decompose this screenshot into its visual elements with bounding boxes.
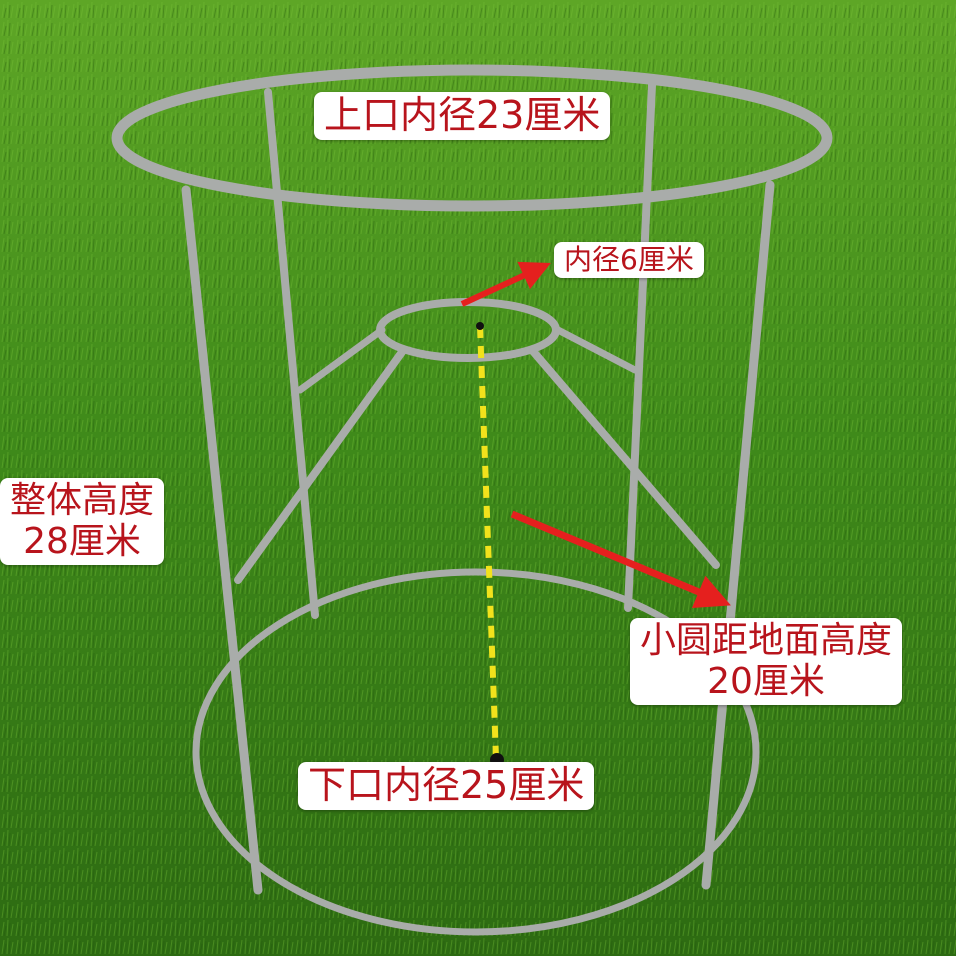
spoke-left-front bbox=[234, 348, 406, 584]
back-right-leg bbox=[624, 81, 656, 612]
spoke-right-front bbox=[528, 346, 720, 569]
small-ring-height-line1: 小圆距地面高度 bbox=[640, 620, 893, 661]
front-right-leg bbox=[701, 180, 775, 890]
top-ring bbox=[111, 64, 833, 212]
small-ring-height-label: 小圆距地面高度 20厘米 bbox=[630, 618, 903, 705]
small-ring-arrow bbox=[460, 261, 551, 307]
small-ring-center-dot bbox=[476, 322, 484, 330]
bottom-diameter-label: 下口内径25厘米 bbox=[298, 762, 595, 810]
bottom-ring bbox=[192, 568, 760, 936]
top-diameter-label: 上口内径23厘米 bbox=[314, 92, 611, 140]
small-ring-height-line2: 20厘米 bbox=[707, 661, 825, 703]
back-left-leg bbox=[264, 88, 319, 619]
small-ring-diameter-label: 内径6厘米 bbox=[554, 242, 704, 279]
lamp-frame bbox=[111, 64, 833, 936]
overall-height-line2: 28厘米 bbox=[23, 521, 141, 563]
height-dashed-line bbox=[477, 325, 499, 759]
spoke-left-back bbox=[296, 326, 386, 394]
front-left-leg bbox=[181, 185, 263, 895]
spoke-right-back bbox=[554, 326, 639, 374]
overall-height-line1: 整体高度 bbox=[10, 480, 155, 521]
height-arrow bbox=[510, 510, 731, 609]
overall-height-label: 整体高度 28厘米 bbox=[0, 478, 165, 565]
